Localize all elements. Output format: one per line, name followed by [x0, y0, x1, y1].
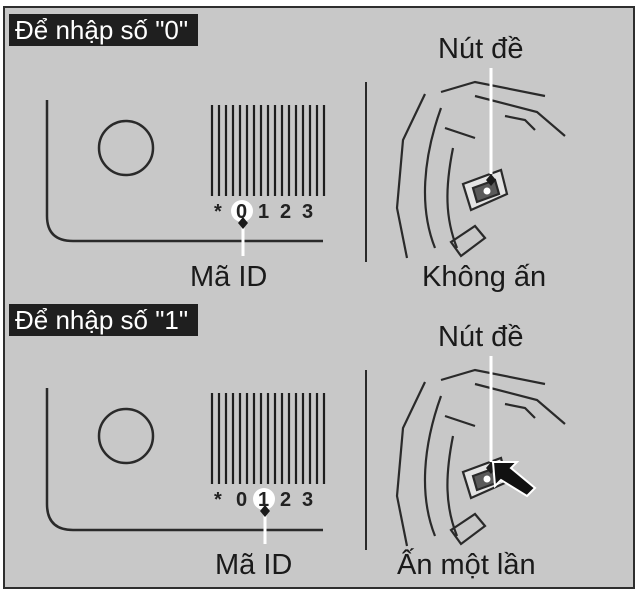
scale-digit-1: 1 — [258, 201, 270, 223]
key-card-outline — [45, 388, 323, 532]
barcode — [210, 393, 326, 484]
panel-drawing — [45, 356, 566, 550]
scale-digit-1: 1 — [258, 489, 270, 511]
panel-tag: Để nhập số "1" — [9, 304, 199, 336]
diagram-frame: Để nhập số "0" — [3, 6, 635, 589]
scale-digit-0: 0 — [236, 201, 248, 223]
key-card-circle — [97, 119, 155, 177]
panel-enter-1: Để nhập số "1" — [5, 298, 633, 588]
panel-drawing — [45, 68, 566, 262]
scale-digit-3: 3 — [302, 201, 314, 223]
digit-highlight — [231, 200, 253, 222]
id-pointer — [260, 505, 270, 517]
barcode — [210, 105, 326, 196]
key-card-outline — [45, 100, 323, 243]
id-label: Mã ID — [190, 261, 268, 293]
start-button-icon — [483, 187, 491, 195]
id-label: Mã ID — [215, 549, 293, 581]
action-label: Không ấn — [422, 261, 547, 293]
button-label: Nút đề — [438, 33, 524, 65]
panel-enter-0: Để nhập số "0" — [5, 8, 633, 298]
key-card-circle — [97, 407, 155, 465]
start-button-icon — [483, 475, 491, 483]
scale-symbol: * — [214, 201, 222, 223]
panel-tag: Để nhập số "0" — [9, 14, 199, 46]
scale-digit-2: 2 — [280, 201, 292, 223]
console-illustration — [395, 368, 566, 547]
id-pointer — [238, 217, 248, 229]
scale-digit-3: 3 — [302, 489, 314, 511]
action-label: Ấn một lần — [397, 549, 536, 581]
scale-digit-0: 0 — [236, 489, 248, 511]
scale-digit-2: 2 — [280, 489, 292, 511]
button-label: Nút đề — [438, 321, 524, 353]
scale-symbol: * — [214, 489, 222, 511]
digit-highlight — [253, 488, 275, 510]
button-pointer — [486, 174, 496, 186]
console-illustration — [395, 80, 566, 259]
press-arrow-icon — [491, 461, 537, 498]
